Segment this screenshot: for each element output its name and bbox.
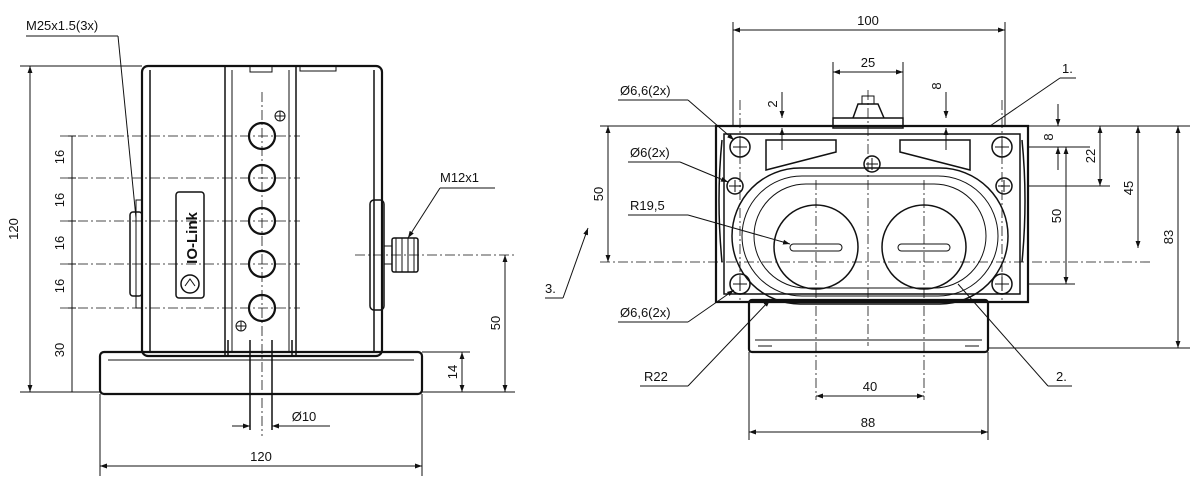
side-thread-connector: M12x1	[440, 170, 479, 185]
front-top-width: 25	[861, 55, 875, 70]
front-hole-bottom: Ø6,6(2x)	[620, 305, 671, 320]
side-pitch-2: 16	[52, 193, 67, 207]
front-dim-top-8: 8	[929, 82, 944, 89]
side-connector-height: 50	[488, 316, 503, 330]
side-bottom-offset: 30	[52, 343, 67, 357]
side-base-height: 14	[445, 365, 460, 379]
side-base-plate	[98, 350, 424, 396]
front-dim-small: 2	[765, 100, 780, 107]
io-link-logo-icon	[180, 274, 200, 294]
front-hole-spacing: 50	[591, 187, 606, 201]
front-base-width: 88	[861, 415, 875, 430]
side-pitch-4: 16	[52, 279, 67, 293]
side-shaft-diameter: Ø10	[292, 409, 317, 424]
front-callout-1: 1.	[1062, 61, 1073, 76]
front-right-83: 83	[1161, 230, 1176, 244]
front-housing	[714, 124, 1030, 304]
front-callout-2: 2.	[1056, 369, 1067, 384]
side-view: IO-Link 120 16 16 16 16 30 50 14	[6, 18, 515, 476]
side-pitch-1: 16	[52, 150, 67, 164]
front-slot-spacing: 40	[863, 379, 877, 394]
front-width-total: 100	[857, 13, 879, 28]
front-hole-top: Ø6,6(2x)	[620, 83, 671, 98]
front-radius-large: R19,5	[630, 198, 665, 213]
side-height-total: 120	[6, 218, 21, 240]
io-link-logo-text: IO-Link	[184, 212, 201, 264]
front-right-22: 22	[1083, 149, 1098, 163]
front-right-50: 50	[1049, 209, 1064, 223]
side-thread-main: M25x1.5(3x)	[26, 18, 98, 33]
front-hole-mid: Ø6(2x)	[630, 145, 670, 160]
io-link-logo-panel	[175, 191, 205, 299]
front-radius-small: R22	[644, 369, 668, 384]
front-right-45: 45	[1121, 181, 1136, 195]
front-inner-oval	[731, 167, 1009, 305]
front-callout-3: 3.	[545, 281, 556, 296]
front-right-8: 8	[1041, 133, 1056, 140]
side-pitch-3: 16	[52, 236, 67, 250]
front-base	[747, 298, 990, 354]
front-view: 100 25 2 8 50 Ø6,6(2x) Ø6(2x) R19,5 Ø6,6…	[545, 13, 1190, 440]
side-base-width: 120	[250, 449, 272, 464]
